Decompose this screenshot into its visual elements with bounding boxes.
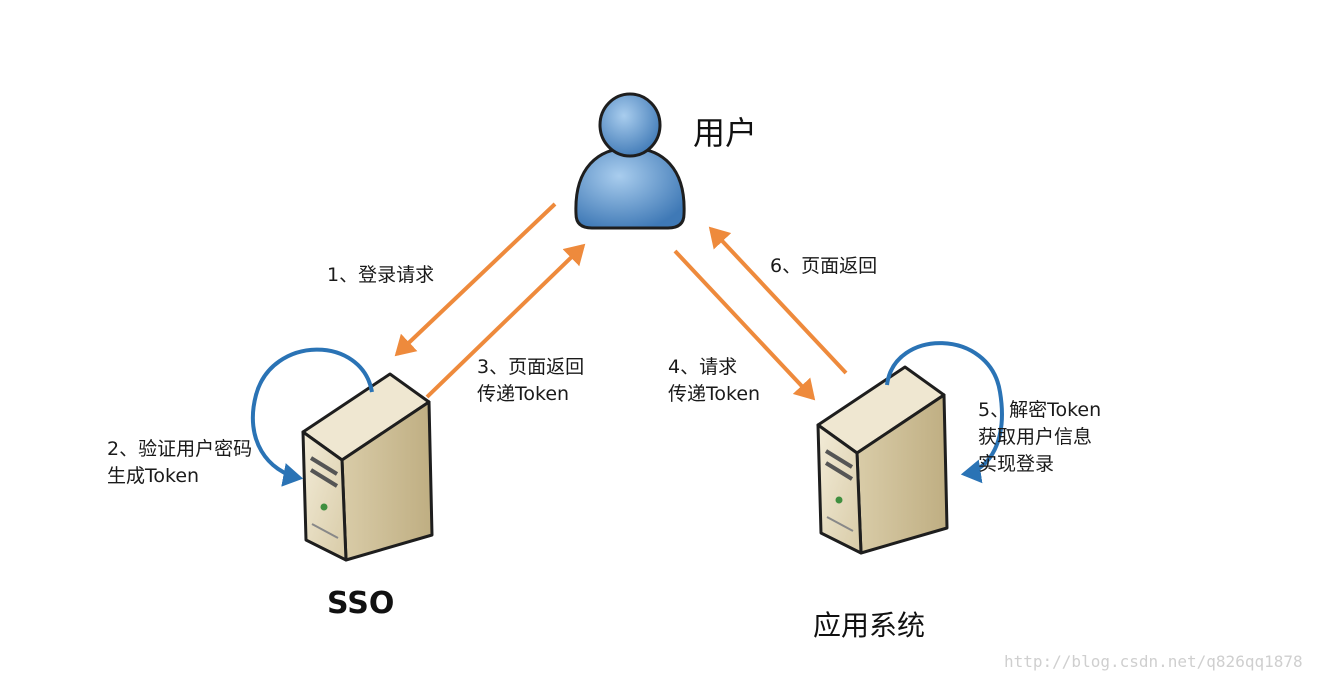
arrow-request-token [673, 249, 816, 401]
step-3-label: 3、页面返回 传递Token [477, 354, 584, 408]
step-2-line-1: 2、验证用户密码 [107, 438, 253, 460]
step-1-line: 1、登录请求 [327, 264, 435, 286]
step-1-label: 1、登录请求 [327, 262, 434, 289]
step-5-line-1: 5、解密Token [978, 399, 1102, 421]
step-6-line: 6、页面返回 [770, 255, 878, 277]
user-icon [574, 92, 686, 230]
step-4-label: 4、请求 传递Token [668, 354, 760, 408]
step-2-line-2: 生成Token [107, 465, 200, 487]
step-4-line-2: 传递Token [668, 383, 761, 405]
sso-server-icon [301, 372, 434, 562]
step-3-line-2: 传递Token [477, 383, 570, 405]
step-4-line-1: 4、请求 [668, 356, 738, 378]
step-3-line-1: 3、页面返回 [477, 356, 585, 378]
step-5-line-3: 实现登录 [978, 453, 1055, 475]
user-label: 用户 [693, 114, 758, 152]
loop-arrow-app-decrypt [885, 341, 1004, 484]
app-server-icon [816, 365, 949, 555]
arrow-sso-return-token [425, 243, 586, 399]
step-5-label: 5、解密Token 获取用户信息 实现登录 [978, 397, 1101, 478]
step-6-label: 6、页面返回 [770, 253, 877, 280]
sso-label: SSO [327, 586, 395, 621]
arrow-app-return [708, 226, 848, 375]
step-2-label: 2、验证用户密码 生成Token [107, 436, 252, 490]
app-system-label: 应用系统 [813, 609, 926, 642]
loop-arrow-sso-verify [250, 347, 374, 487]
watermark-text: http://blog.csdn.net/q826qq1878 [1004, 652, 1303, 671]
step-5-line-2: 获取用户信息 [978, 426, 1093, 448]
arrow-login-request [394, 202, 557, 357]
